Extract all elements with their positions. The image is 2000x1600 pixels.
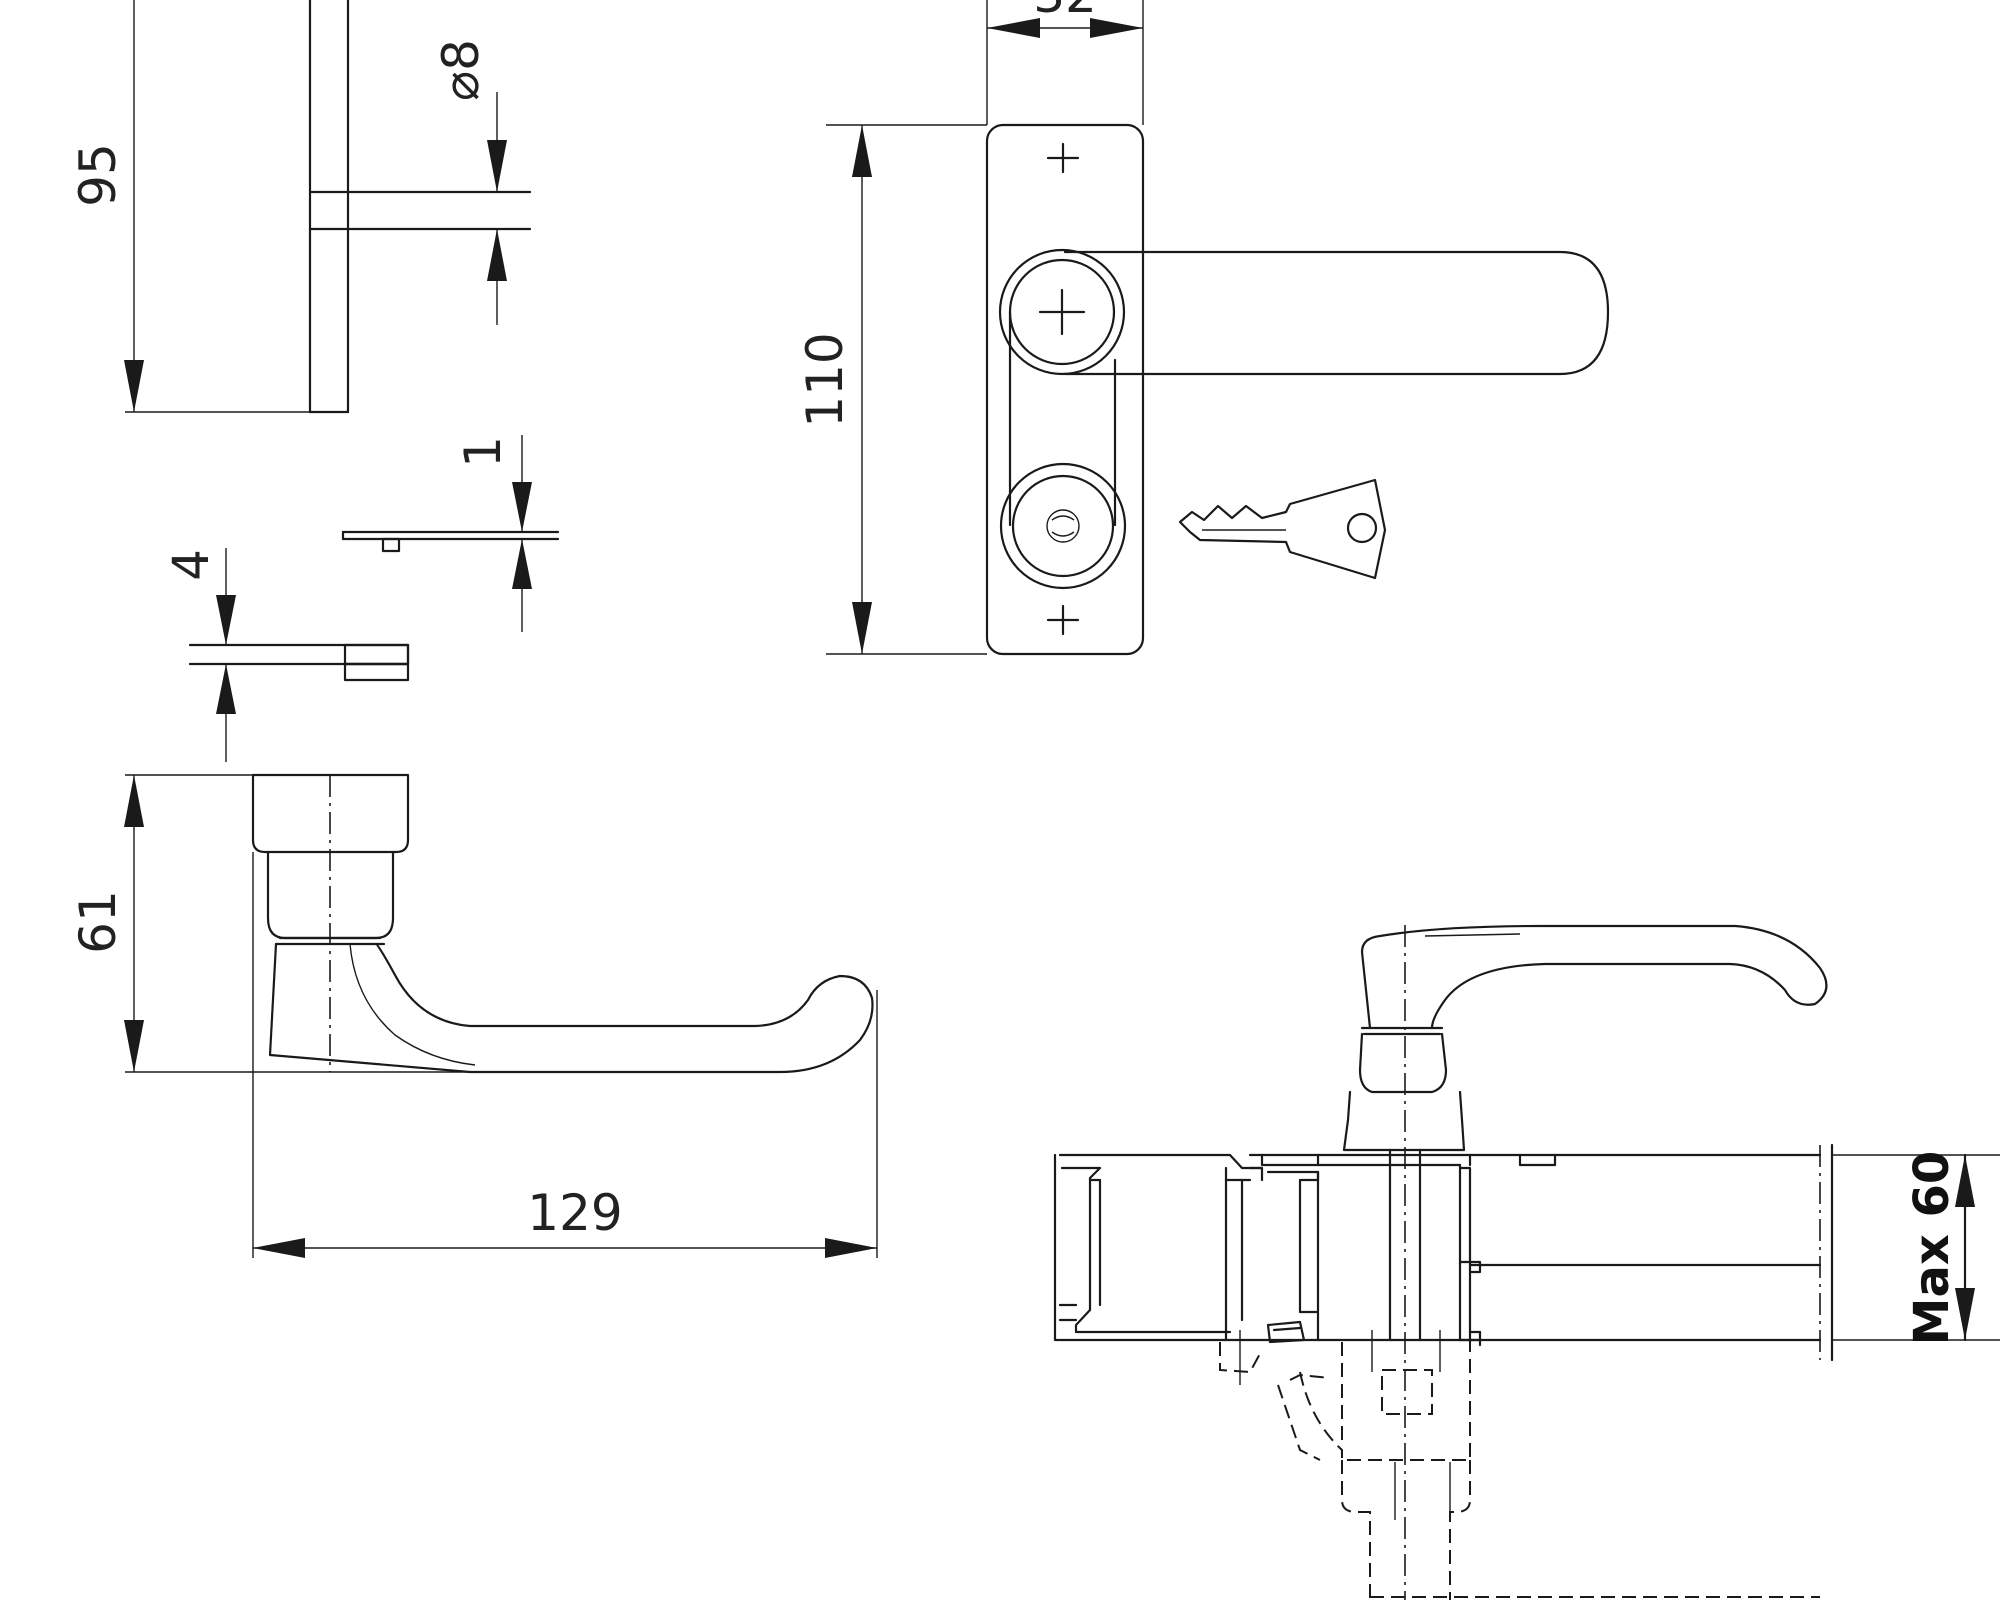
thin-plate-4 [188,643,410,682]
dimension-95: 95 [69,0,310,413]
handle-side-view [251,773,874,1074]
dimension-32-label: 32 [1033,0,1097,24]
dimension-32: 32 [986,0,1144,125]
dimension-1: 1 [454,435,532,632]
dimension-61-label: 61 [69,890,127,954]
dimension-1-label: 1 [454,436,512,468]
dimension-110: 110 [796,124,987,655]
dimension-diameter-8-label: ⌀8 [432,39,490,101]
lever-hub [998,248,1126,376]
dimension-4-label: 4 [162,549,220,581]
screw-plus-icon [1046,604,1080,636]
screw-plus-icon [1046,142,1080,174]
dimension-61: 61 [69,774,470,1073]
dimension-max-60: Max 60 [1832,1151,2000,1346]
dimension-max-60-label: Max 60 [1904,1151,1960,1346]
dimension-129-label: 129 [527,1184,622,1242]
dimension-110-label: 110 [796,332,854,427]
lever-front [1063,250,1610,376]
backplate [985,123,1145,656]
installed-section-view [1053,924,1834,1600]
dimension-diameter-8: ⌀8 [432,39,507,325]
screw-plus-icon [1038,288,1086,336]
key-cylinder-icon [999,462,1127,590]
thin-plate-1 [341,530,560,553]
dimension-95-label: 95 [69,143,127,207]
key-icon [1178,478,1387,580]
handle-front-view [985,123,1610,656]
plate-side-view [308,0,532,414]
dimension-4: 4 [162,548,236,762]
installed-lever [1360,924,1828,1030]
dimension-129: 129 [252,852,878,1258]
